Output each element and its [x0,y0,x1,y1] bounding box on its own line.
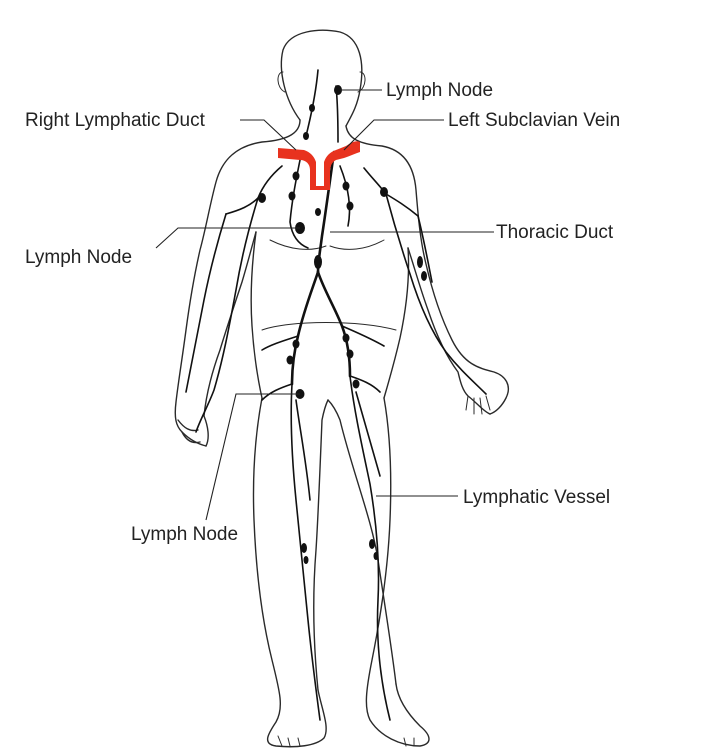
label-lymphatic-vessel: Lymphatic Vessel [463,487,610,508]
labels: Lymph Node Right Lymphatic Duct Left Sub… [25,80,620,545]
leader-left-subclavian-vein [343,119,444,151]
lymphatic-vessels [185,69,487,721]
label-lymph-node-neck: Lymph Node [386,80,493,101]
label-lymph-node-chest: Lymph Node [25,247,132,268]
body-outline [174,29,510,748]
label-thoracic-duct: Thoracic Duct [496,222,614,243]
leader-right-lymphatic-duct [240,119,297,151]
subclavian-vein [278,141,360,190]
label-lymph-node-groin: Lymph Node [131,524,238,545]
leader-lymph-node-chest [155,227,300,249]
leader-lines [155,89,494,521]
lymph-nodes [258,85,427,564]
label-left-subclavian-vein: Left Subclavian Vein [448,110,620,131]
leader-lymph-node-groin [205,393,300,521]
label-right-lymphatic-duct: Right Lymphatic Duct [25,110,206,131]
